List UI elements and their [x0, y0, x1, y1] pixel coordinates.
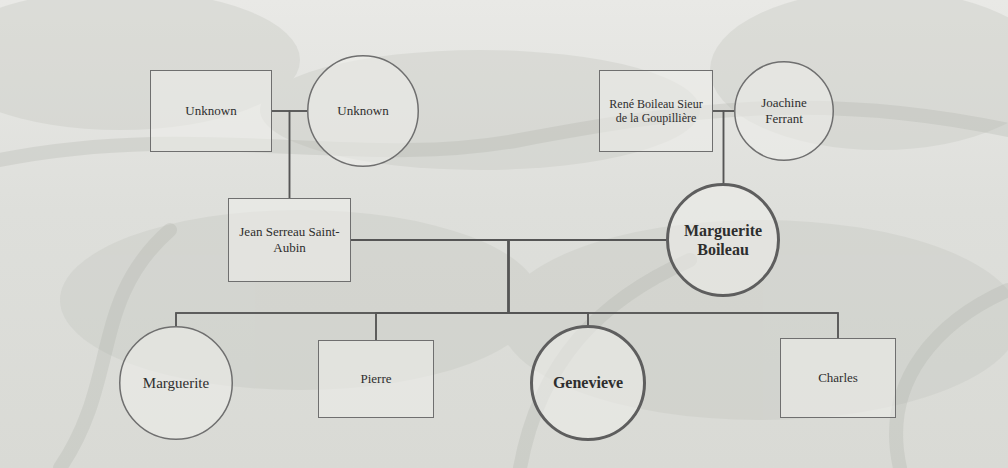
circle-outline	[666, 183, 780, 297]
male-square: Pierre	[318, 340, 434, 418]
descent-line	[290, 111, 308, 198]
person-name: Genevieve	[553, 373, 623, 392]
descent-line	[272, 111, 290, 198]
male-square: Unknown	[150, 70, 272, 152]
person-name: Pierre	[360, 371, 391, 387]
person-name: Charles	[818, 370, 858, 386]
male-square: Charles	[780, 338, 896, 418]
person-name: Jean Serreau Saint-Aubin	[235, 224, 344, 255]
person-name: Unknown	[185, 103, 236, 119]
person-name: René Boileau Sieur de la Goupillière	[606, 97, 706, 126]
female-circle: Marguerite	[119, 326, 233, 440]
female-circle: Marguerite Boileau	[666, 183, 780, 297]
male-square: Jean Serreau Saint-Aubin	[228, 198, 351, 282]
female-circle: Joachine Ferrant	[734, 61, 834, 161]
female-circle: Unknown	[307, 55, 419, 167]
person-name: Unknown	[337, 103, 388, 119]
person-name: Marguerite Boileau	[679, 221, 768, 259]
female-circle: Genevieve	[530, 325, 646, 441]
person-name: Joachine Ferrant	[745, 95, 823, 126]
person-name: Marguerite	[143, 374, 209, 392]
descent-line	[351, 240, 509, 340]
descent-line	[724, 111, 735, 183]
branches	[0, 108, 1008, 468]
male-square: René Boileau Sieur de la Goupillière	[599, 70, 713, 152]
descent-line	[713, 111, 724, 183]
descent-line	[376, 240, 666, 340]
